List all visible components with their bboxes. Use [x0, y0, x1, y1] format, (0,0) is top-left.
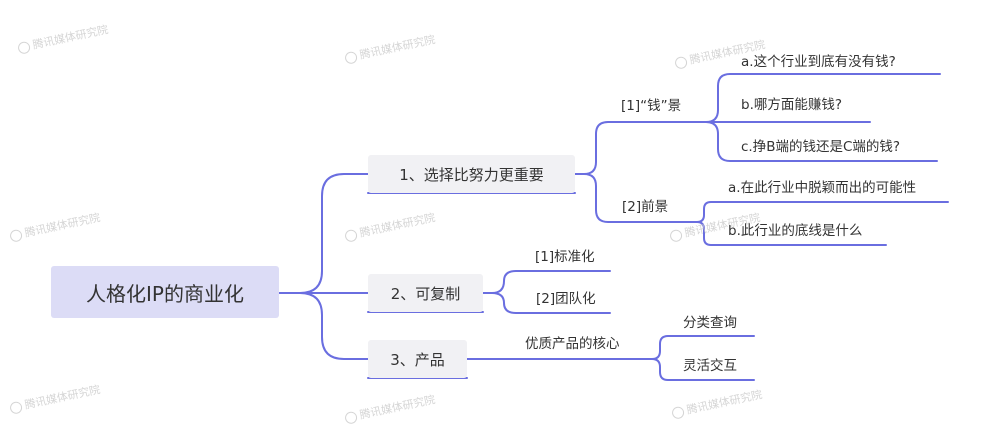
connector-sub2-item2: [696, 221, 887, 246]
connector-root-branch1: [278, 173, 369, 294]
leaf-item[interactable]: 分类查询: [683, 315, 737, 331]
connector-root-branch3: [278, 292, 369, 360]
subtopic-prospect[interactable]: [2]前景: [622, 199, 669, 215]
watermark-logo-icon: [343, 50, 359, 65]
connector-branch3sub-item1: [651, 335, 755, 360]
branch-1-topic[interactable]: 1、选择比努力更重要: [368, 155, 575, 193]
watermark-logo-icon: [670, 405, 686, 420]
root-topic[interactable]: 人格化IP的商业化: [51, 266, 279, 318]
leaf-item[interactable]: c.挣B端的钱还是C端的钱?: [741, 139, 901, 155]
watermark-logo-icon: [343, 228, 359, 243]
leaf-item[interactable]: a.这个行业到底有没有钱?: [741, 54, 896, 70]
watermark-logo-icon: [673, 55, 689, 70]
branch-3-topic[interactable]: 3、产品: [368, 340, 467, 378]
subtopic-money-prospect[interactable]: [1]“钱”景: [621, 98, 682, 114]
watermark-logo-icon: [8, 228, 24, 243]
leaf-item[interactable]: b.此行业的底线是什么: [728, 223, 863, 239]
connector-sub1-item3: [705, 121, 938, 162]
connector-branch3sub-item2: [651, 358, 755, 381]
watermark-logo-icon: [16, 40, 32, 55]
connector-branch1-sub1: [574, 121, 707, 175]
watermark-logo-icon: [343, 410, 359, 425]
branch-2-topic[interactable]: 2、可复制: [368, 274, 483, 312]
leaf-item[interactable]: b.哪方面能赚钱?: [741, 97, 843, 113]
connector-branch1-sub2: [574, 173, 698, 223]
connector-branch2-item2: [482, 292, 611, 314]
connector-sub1-item1: [705, 73, 941, 123]
connector-sub2-item1: [696, 201, 949, 223]
watermark-logo-icon: [8, 400, 24, 415]
leaf-item[interactable]: 灵活交互: [683, 358, 737, 374]
subtopic-product-core[interactable]: 优质产品的核心: [525, 336, 620, 352]
leaf-item[interactable]: [2]团队化: [536, 291, 596, 307]
leaf-item[interactable]: [1]标准化: [535, 249, 595, 265]
leaf-item[interactable]: a.在此行业中脱颖而出的可能性: [728, 180, 917, 196]
watermark-logo-icon: [668, 228, 684, 243]
